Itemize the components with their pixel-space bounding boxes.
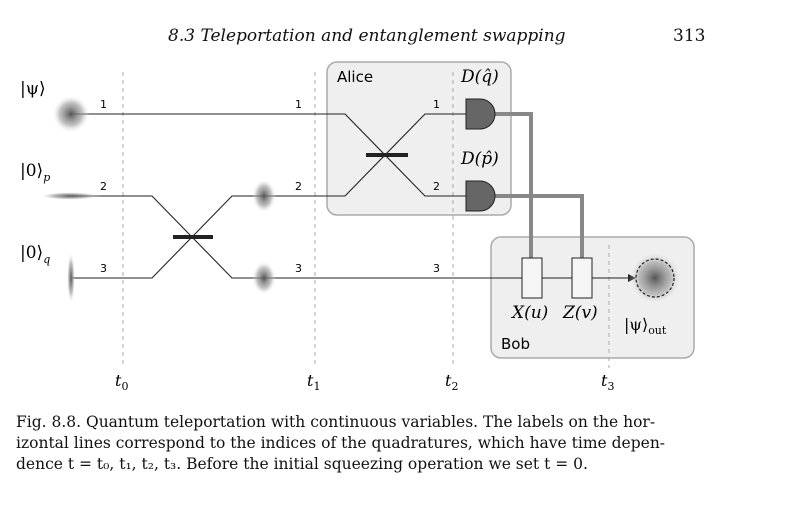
alice-box [326,61,512,216]
alice-label: Alice [337,68,373,86]
caption-line: Fig. 8.8. Quantum teleportation with con… [16,413,656,431]
index-label: 3 [295,262,302,275]
page-header: 8.3 Teleportation and entanglement swapp… [0,0,789,60]
teleportation-diagram: Alice Bob D(q̂) D(p̂) X(u) Z(v) |ψ⟩out [20,61,695,393]
detector-q-label: D(q̂) [460,67,499,87]
operator-x-label: X(u) [510,303,548,323]
operator-z-label: Z(v) [562,303,598,323]
time-label-t0: t0 [115,371,128,393]
index-label: 1 [100,98,107,111]
index-label: 2 [295,180,302,193]
running-head-title: 8.3 Teleportation and entanglement swapp… [168,26,566,46]
operator-z-box [571,257,593,299]
caption-line: dence t = t₀, t₁, t₂, t₃. Before the ini… [16,455,588,473]
entangled-mode-2-blob [252,179,276,213]
caption-line: izontal lines correspond to the indices … [16,434,666,452]
index-label: 3 [100,262,107,275]
bob-label: Bob [501,335,530,353]
operator-x-box [521,257,543,299]
index-label: 2 [100,180,107,193]
time-label-t2: t2 [445,371,458,393]
detector-p-label: D(p̂) [460,149,499,169]
page-number: 313 [673,26,706,46]
input-q-label: |0⟩q [20,243,50,266]
detector-q-icon [465,98,496,130]
input-q-squeezed-blob [67,252,75,304]
entangled-mode-3-blob [252,261,276,295]
time-label-t1: t1 [307,371,320,393]
figure-caption: Fig. 8.8. Quantum teleportation with con… [16,412,716,475]
output-state-label: |ψ⟩out [624,315,667,337]
line-index-labels: 1 2 3 1 2 3 1 2 3 [100,98,440,275]
index-label: 2 [433,180,440,193]
detector-p-icon [465,180,496,212]
input-psi-blob [52,95,90,133]
output-state-circle [635,258,675,298]
input-p-squeezed-blob [40,192,100,200]
input-psi-label: |ψ⟩ [20,79,46,99]
index-label: 1 [433,98,440,111]
output-state-blob [628,251,682,305]
index-label: 3 [433,262,440,275]
classical-channel-p [492,194,584,258]
input-p-label: |0⟩p [20,161,50,184]
index-label: 1 [295,98,302,111]
classical-channel-q [492,112,533,258]
time-label-t3: t3 [601,371,614,393]
